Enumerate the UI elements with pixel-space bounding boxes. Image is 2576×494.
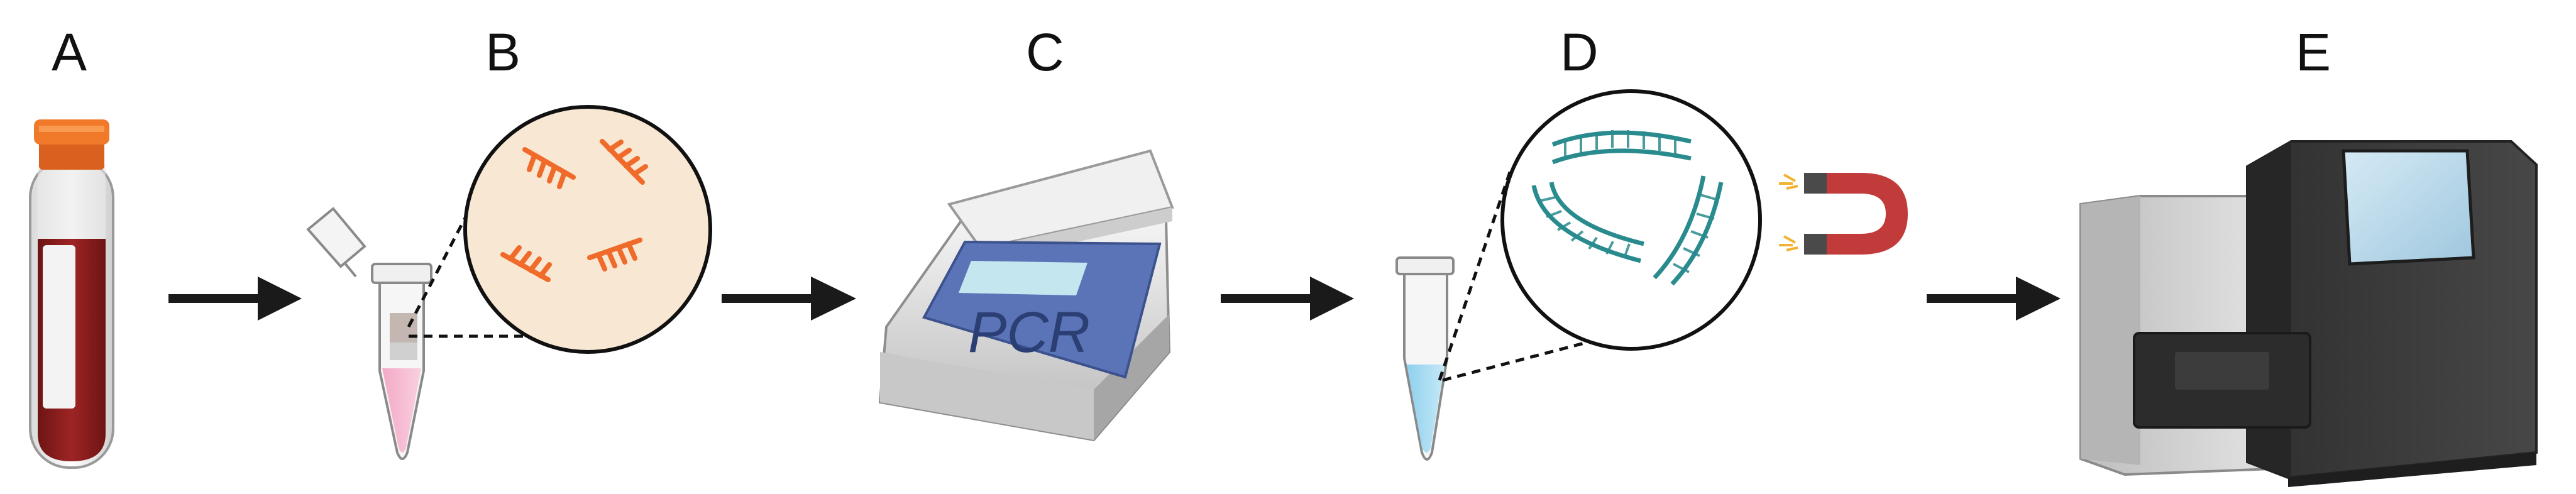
primer-icon <box>600 139 648 185</box>
arrow-c-to-d <box>1221 277 1354 321</box>
dna-rungs <box>1538 130 1719 273</box>
pcr-screen-text: PCR <box>968 300 1090 365</box>
primer-zoom-circle <box>463 105 712 354</box>
step-label-c: C <box>1026 23 1064 82</box>
dna-zoom-circle <box>1500 89 1762 351</box>
arrow-b-to-c <box>722 277 856 321</box>
magnet-icon <box>1779 173 1908 255</box>
step-label-e: E <box>2296 23 2331 82</box>
step-label-d: D <box>1560 23 1599 82</box>
library-tube-icon <box>1395 256 1455 461</box>
dna-fragment-icon <box>1551 130 1692 165</box>
sequencer-icon <box>2079 140 2538 487</box>
sample-tube-icon <box>306 207 432 460</box>
step-label-b: B <box>485 23 520 82</box>
pcr-machine-icon: PCR <box>878 149 1174 442</box>
arrow-a-to-b <box>168 277 302 321</box>
zoom-lines-d <box>1438 166 1635 382</box>
dna-fragment-icon <box>1531 182 1644 263</box>
primer-icon <box>522 147 576 189</box>
magnet-spark-icon <box>1779 173 1798 251</box>
primer-icon <box>500 245 552 282</box>
dna-fragment-icon <box>1653 175 1724 286</box>
blood-tube-icon <box>29 119 114 469</box>
step-label-a: A <box>52 23 87 82</box>
arrow-d-to-e <box>1927 277 2061 321</box>
primer-icon <box>587 238 642 272</box>
